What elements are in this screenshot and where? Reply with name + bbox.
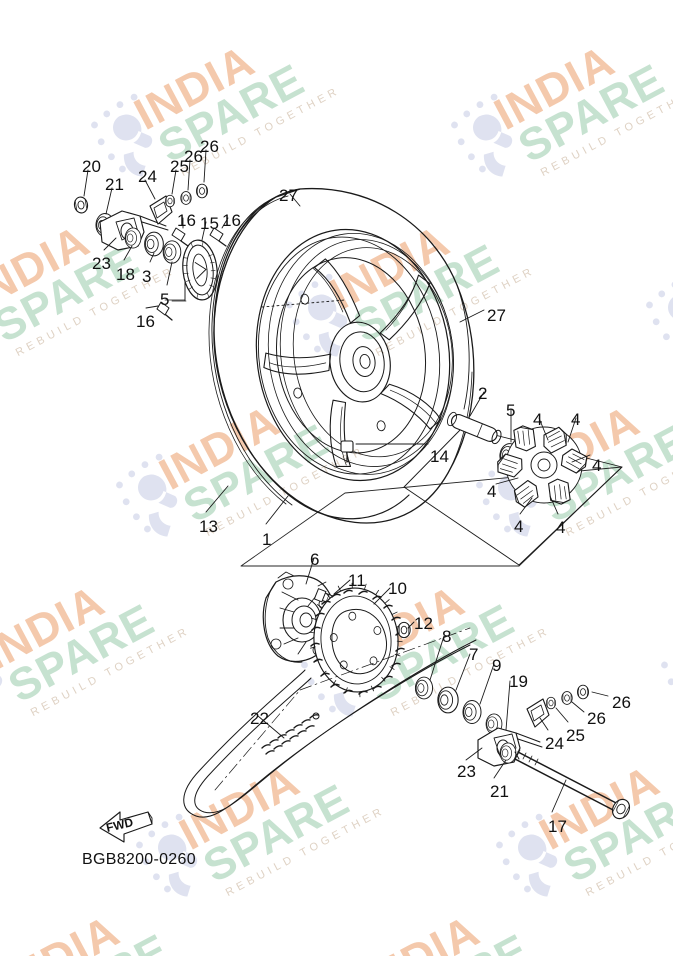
callout-nut: 12 — [414, 614, 433, 633]
callout-chain-puller: 19 — [509, 672, 528, 691]
callout-sprocket-bolt: 11 — [348, 571, 366, 590]
callout-nut: 20 — [82, 157, 101, 176]
callout-washer: 21 — [490, 782, 509, 801]
callout-abs-sensor-rotor: 15 — [200, 214, 219, 233]
callout-bolt: 16 — [177, 211, 196, 230]
callout-chain-puller-plate: 24 — [545, 734, 564, 753]
callout-damper: 4 — [514, 517, 524, 536]
callout-damper: 4 — [571, 410, 581, 429]
callout-adjuster-bolt: 25 — [170, 157, 189, 176]
callout-nut: 26 — [587, 709, 606, 728]
callout-nut: 26 — [200, 137, 219, 156]
callout-bearing: 5 — [506, 401, 516, 420]
callout-collar: 18 — [116, 265, 135, 284]
callout-damper: 4 — [592, 456, 602, 475]
callout-bearing: 5 — [160, 290, 170, 309]
callout-damper: 4 — [533, 410, 543, 429]
callout-sprocket-carrier-hub: 6 — [310, 550, 320, 569]
callout-oil-seal: 3 — [142, 267, 152, 286]
callout-washer: 21 — [105, 175, 124, 194]
callout-adjuster-bolt: 25 — [566, 726, 585, 745]
callout-rear-axle-shaft: 17 — [548, 817, 567, 836]
callout-tire: 27 — [487, 306, 506, 325]
callout-cast-wheel: 1 — [262, 530, 272, 549]
callout-drive-chain: 22 — [250, 709, 269, 728]
callout-bolt: 16 — [222, 211, 241, 230]
callout-valve-stem: 14 — [430, 447, 449, 466]
diagram-code: BGB8200-0260 — [82, 851, 196, 868]
callout-bolt: 16 — [136, 312, 155, 331]
callout-damper: 4 — [556, 518, 566, 537]
callout-damper: 4 — [487, 482, 497, 501]
callout-collar: 8 — [442, 627, 452, 646]
callout-nut: 26 — [612, 693, 631, 712]
callout-spacer-collar: 2 — [478, 384, 488, 403]
callout-tire: 27 — [279, 186, 298, 205]
callout-axle-bracket: 23 — [457, 762, 476, 781]
callout-axle-bracket: 23 — [92, 254, 111, 273]
callout-rear-sprocket: 10 — [388, 579, 407, 598]
callout-chain-puller-plate: 24 — [138, 167, 157, 186]
callout-oil-seal: 9 — [492, 656, 502, 675]
callout-tire: 13 — [199, 517, 218, 536]
callout-bearing: 7 — [469, 645, 479, 664]
callout-nut: 26 — [184, 147, 203, 166]
